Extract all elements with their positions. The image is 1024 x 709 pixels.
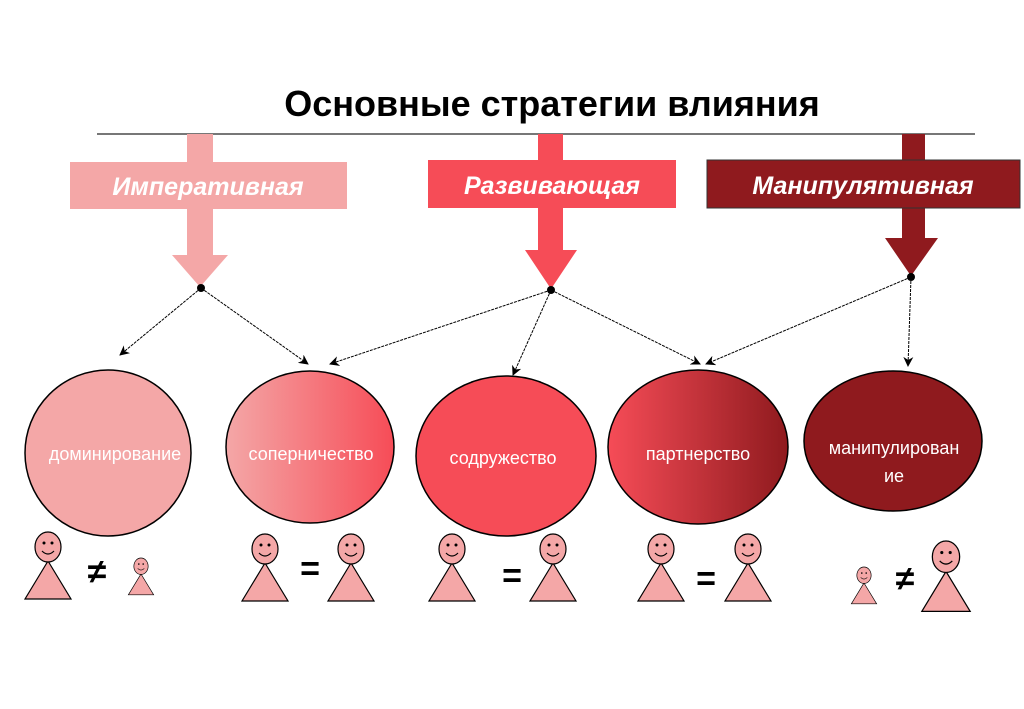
person-icon — [23, 531, 73, 600]
outcome-label: доминирование — [49, 444, 181, 464]
down-arrow-icon — [525, 134, 577, 289]
connector-arrow — [512, 289, 552, 376]
person-icon — [920, 540, 972, 612]
relation-symbol: = — [696, 560, 716, 598]
outcome-manipulation: манипулирован ие — [803, 370, 983, 512]
outcome-label: соперничество — [249, 444, 374, 464]
outcome-partnership: партнерство — [607, 369, 789, 525]
person-icon — [850, 566, 878, 605]
strategy-box — [428, 160, 676, 208]
connector-arrow — [200, 287, 309, 365]
strategy-developing: Развивающая — [428, 134, 676, 289]
relation-symbol: = — [300, 550, 320, 588]
outcome-label: ие — [884, 466, 904, 486]
outcome-label: содружество — [450, 448, 557, 468]
connector-arrow — [705, 276, 912, 366]
connector-arrow — [329, 289, 552, 366]
connector-arrow — [903, 276, 914, 367]
relation-symbol: ≠ — [896, 560, 915, 598]
strategy-label: Манипулятивная — [752, 172, 973, 200]
connector-arrow — [550, 289, 701, 365]
person-icon — [636, 533, 686, 602]
relation-symbol: ≠ — [88, 553, 107, 591]
relation-symbol: = — [502, 557, 522, 595]
connector-arrow — [119, 287, 202, 356]
outcome-rivalry: соперничество — [225, 370, 395, 524]
strategy-imperative: Императивная — [70, 134, 347, 287]
strategy-box — [70, 162, 347, 209]
person-icon — [326, 533, 376, 602]
diagram-title: Основные стратегии влияния — [284, 83, 820, 124]
outcome-circle — [225, 370, 395, 524]
person-icon — [240, 533, 290, 602]
strategy-box — [706, 159, 1021, 209]
outcome-label: партнерство — [646, 444, 750, 464]
person-icon — [427, 533, 477, 602]
strategy-label: Развивающая — [464, 172, 640, 200]
outcome-circle — [803, 370, 983, 512]
strategy-manipulative: Манипулятивная — [706, 134, 1021, 276]
outcome-label: манипулирован — [829, 438, 960, 458]
outcome-domination: доминирование — [24, 369, 192, 537]
down-arrow-icon — [172, 134, 228, 287]
outcome-circle — [24, 369, 192, 537]
outcome-circle — [415, 375, 597, 537]
strategy-label: Императивная — [112, 173, 303, 201]
outcome-cooperation: содружество — [415, 375, 597, 537]
person-icon — [723, 533, 773, 602]
connectors — [119, 273, 915, 376]
person-icon — [528, 533, 578, 602]
outcome-circle — [607, 369, 789, 525]
person-icon — [127, 557, 155, 596]
